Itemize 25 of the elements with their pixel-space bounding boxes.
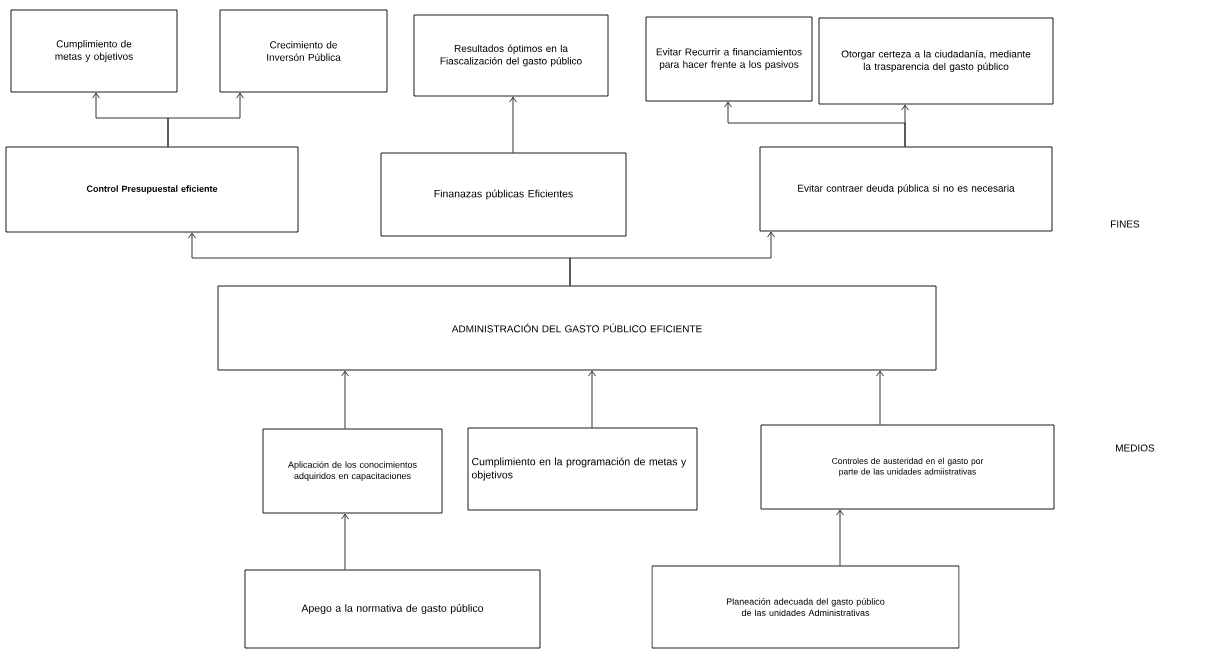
arrow	[569, 231, 775, 286]
arrow	[509, 96, 517, 153]
box: Cumplimiento de metas y objetivos	[10, 9, 178, 93]
arrow	[901, 104, 909, 147]
arrow	[341, 370, 349, 429]
box: Control Presupuestal eficiente	[5, 146, 299, 233]
box: Otorgar certeza a la ciudadanía, mediante la trasparencia del gasto público	[818, 17, 1054, 105]
box: Controles de austeridad en el gasto por parte de las unidades admiistrativas	[760, 424, 1055, 510]
section-label: MEDIOS	[1116, 444, 1155, 452]
box: Cumplimiento en la programación de metas y objetivos	[467, 427, 698, 511]
box: ADMINISTRACIÓN DEL GASTO PÚBLICO EFICIENTE	[217, 285, 937, 371]
box: Resultados óptimos en la Fiascalización del gasto público	[413, 14, 609, 97]
arrow	[167, 92, 244, 147]
box: Aplicación de los conocimientos adquiridos en capacitaciones	[262, 428, 443, 514]
arrow	[836, 509, 844, 566]
box: Evitar contraer deuda pública si no es necesaria	[759, 146, 1053, 232]
section-label: FINES	[1111, 220, 1140, 228]
box: Planeación adecuada del gasto público de las unidades Administrativas	[651, 565, 960, 649]
box: Crecimiento de Inversón Pública	[219, 9, 388, 93]
arrow	[588, 370, 596, 428]
arrow	[876, 370, 884, 425]
box: Finanazas públicas Eficientes	[380, 152, 627, 237]
box: Apego a la normativa de gasto público	[244, 569, 541, 649]
arrow	[341, 513, 349, 570]
box: Evitar Recurrir a financiamientos para hacer frente a los pasivos	[645, 16, 813, 102]
